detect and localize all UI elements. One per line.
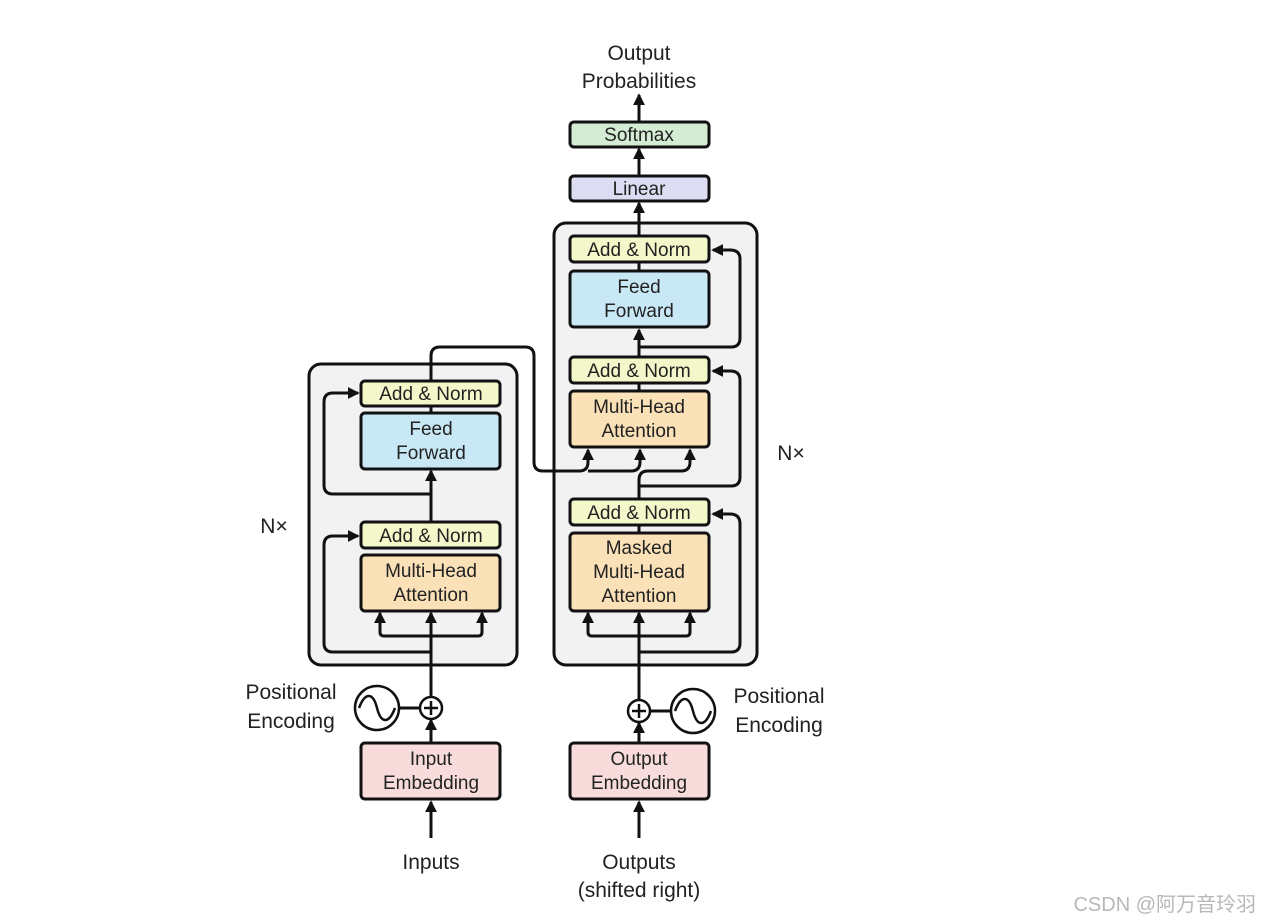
encoder-stack: [307, 362, 519, 667]
decoder-masked-line-1: Masked: [606, 538, 673, 559]
decoder-embedding-line-1: Output: [610, 749, 668, 770]
decoder-masked-attention: Masked Multi-Head Attention: [568, 531, 711, 613]
decoder-posenc-line-1: Positional: [733, 685, 824, 708]
encoder-repeat-label: N×: [260, 515, 287, 538]
decoder-embedding-line-2: Embedding: [591, 773, 687, 794]
encoder-ff-line-2: Forward: [396, 443, 466, 464]
decoder-masked-line-3: Attention: [602, 586, 677, 607]
decoder-residual-3: [639, 244, 742, 349]
decoder-add-norm-top: Add & Norm: [568, 234, 711, 264]
decoder-posenc-line-2: Encoding: [735, 714, 823, 737]
decoder-ff-line-1: Feed: [617, 277, 660, 298]
encoder-add-norm-bottom-label: Add & Norm: [379, 526, 482, 547]
linear-layer: Linear: [568, 174, 711, 203]
encoder-sine-wave-icon: [353, 684, 401, 732]
softmax-layer: Softmax: [568, 120, 711, 149]
encoder-add-norm-bottom: Add & Norm: [359, 520, 502, 550]
connectors: [322, 93, 742, 838]
encoder-input-embedding: Input Embedding: [359, 741, 502, 801]
encoder-residual-2: [322, 387, 431, 496]
encoder-add-norm-top-label: Add & Norm: [379, 384, 482, 405]
output-probabilities-line-2: Probabilities: [582, 70, 696, 93]
encoder-attention-line-1: Multi-Head: [385, 561, 477, 582]
linear-label: Linear: [613, 179, 666, 200]
decoder-query-path: [637, 448, 696, 498]
encoder-add-norm-top: Add & Norm: [359, 379, 502, 408]
decoder-attention-line-1: Multi-Head: [593, 397, 685, 418]
encoder-ff-line-1: Feed: [409, 419, 452, 440]
inputs-label: Inputs: [402, 851, 459, 874]
decoder-add-norm-top-label: Add & Norm: [587, 240, 690, 261]
outputs-label-line-1: Outputs: [602, 851, 676, 874]
decoder-add-norm-bottom: Add & Norm: [568, 497, 711, 527]
encoder-multi-head-attention: Multi-Head Attention: [359, 553, 502, 613]
decoder-masked-line-2: Multi-Head: [593, 562, 685, 583]
decoder-multi-head-attention: Multi-Head Attention: [568, 389, 711, 449]
watermark: CSDN @阿万音玲羽: [1073, 893, 1256, 916]
decoder-output-embedding: Output Embedding: [568, 741, 711, 801]
encoder-output-cross: [429, 345, 594, 473]
decoder-residual-1: [639, 508, 742, 654]
decoder-ff-line-2: Forward: [604, 301, 674, 322]
decoder-masked-fan: [586, 613, 692, 638]
output-probabilities-line-1: Output: [607, 42, 670, 65]
decoder-add-norm-mid: Add & Norm: [568, 355, 711, 385]
encoder-feed-forward: Feed Forward: [359, 411, 502, 471]
encoder-posenc-line-1: Positional: [245, 681, 336, 704]
decoder-feed-forward: Feed Forward: [568, 269, 711, 329]
encoder-embedding-line-1: Input: [410, 749, 453, 770]
encoder-sum-node: [418, 695, 444, 721]
encoder-posenc-line-2: Encoding: [247, 710, 335, 733]
decoder-sum-node: [626, 698, 652, 724]
encoder-residual-1: [322, 530, 431, 654]
decoder-add-norm-bottom-label: Add & Norm: [587, 503, 690, 524]
softmax-label: Softmax: [604, 125, 674, 146]
decoder-repeat-label: N×: [777, 442, 804, 465]
outputs-label-line-2: (shifted right): [578, 879, 701, 902]
encoder-embedding-line-2: Embedding: [383, 773, 479, 794]
decoder-add-norm-mid-label: Add & Norm: [587, 361, 690, 382]
decoder-attention-line-2: Attention: [602, 421, 677, 442]
decoder-residual-2: [639, 365, 742, 488]
decoder-sine-wave-icon: [669, 687, 717, 735]
encoder-attention-line-2: Attention: [394, 585, 469, 606]
encoder-attention-fan: [378, 613, 484, 638]
